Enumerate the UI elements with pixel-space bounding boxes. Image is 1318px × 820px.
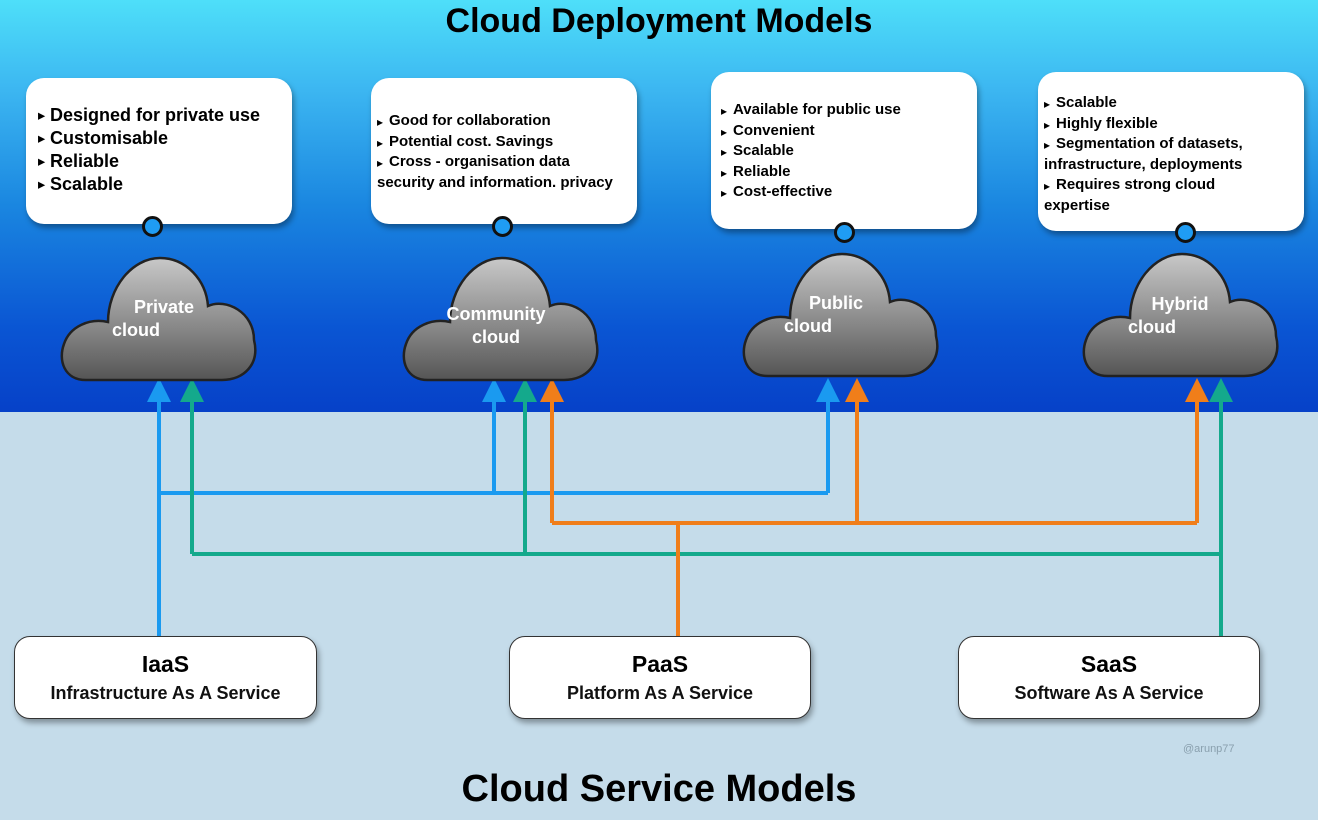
feature-item: Designed for private use [38,104,282,127]
service-full-name: Infrastructure As A Service [50,683,281,703]
cloud-icon [742,252,939,378]
service-full-name: Software As A Service [1014,683,1204,703]
feature-item: Cross - organisation data [377,152,629,173]
cloud-label-line2: cloud [112,320,160,340]
cloud-label: Public cloud [776,292,896,338]
service-full-name: Platform As A Service [566,683,754,703]
feature-item: Reliable [38,150,282,173]
cloud-label-line1: Hybrid [1151,294,1209,314]
feature-item: Requires strong cloud [1044,175,1298,196]
service-background [0,412,1318,820]
feature-item: Potential cost. Savings [377,132,629,153]
author-credit: @arunp77 [1183,743,1235,755]
cloud-icon [1082,252,1279,378]
cloud-label-line1: Public [808,293,863,313]
bubble-connector-dot [142,216,163,237]
iaas-trunk-line [157,491,828,636]
feature-item: Reliable [721,162,967,183]
feature-item: Customisable [38,127,282,150]
feature-item: Scalable [38,173,282,196]
cloud-label: Hybrid cloud [1120,293,1240,339]
public-cloud-features-bubble: Available for public use Convenient Scal… [711,72,977,229]
private-cloud: Private cloud [56,252,262,384]
bubble-connector-dot [492,216,513,237]
cloud-label-line2: cloud [784,316,832,336]
bubble-connector-dot [1175,222,1196,243]
service-acronym: IaaS [141,651,190,677]
cloud-label-line2: cloud [1128,317,1176,337]
feature-item: Convenient [721,121,967,142]
paas-box: PaaS Platform As A Service [509,636,811,719]
bubble-connector-dot [834,222,855,243]
saas-box: SaaS Software As A Service [958,636,1260,719]
service-acronym: PaaS [631,651,689,677]
feature-item-continuation: infrastructure, deployments [1044,155,1243,173]
feature-item: Available for public use [721,100,967,121]
public-cloud: Public cloud [738,252,944,384]
deployment-models-title: Cloud Deployment Models [445,2,873,40]
service-models-title: Cloud Service Models [461,768,857,810]
feature-item-continuation: expertise [1044,196,1110,214]
service-acronym: SaaS [1080,651,1138,677]
feature-item: Cost-effective [721,182,967,203]
community-cloud: Community cloud [398,256,604,388]
feature-item: Good for collaboration [377,111,629,132]
hybrid-cloud-features-bubble: Scalable Highly flexible Segmentation of… [1038,72,1304,231]
feature-item: Scalable [1044,93,1298,114]
private-cloud-features-bubble: Designed for private use Customisable Re… [26,78,292,224]
feature-item: Highly flexible [1044,114,1298,135]
feature-item: Segmentation of datasets, [1044,134,1298,155]
cloud-icon [402,256,599,382]
community-cloud-features-bubble: Good for collaboration Potential cost. S… [371,78,637,224]
iaas-box: IaaS Infrastructure As A Service [14,636,317,719]
cloud-label-line1: Private [133,297,195,317]
cloud-label: Community cloud [436,303,556,349]
cloud-label-line1: Community [446,304,546,324]
cloud-label: Private cloud [104,296,224,342]
cloud-icon [60,256,257,382]
saas-trunk-line [192,552,1223,636]
feature-item: Scalable [721,141,967,162]
cloud-label-line2: cloud [472,327,520,347]
hybrid-cloud: Hybrid cloud [1078,252,1284,384]
feature-item-continuation: security and information. privacy [377,173,613,191]
